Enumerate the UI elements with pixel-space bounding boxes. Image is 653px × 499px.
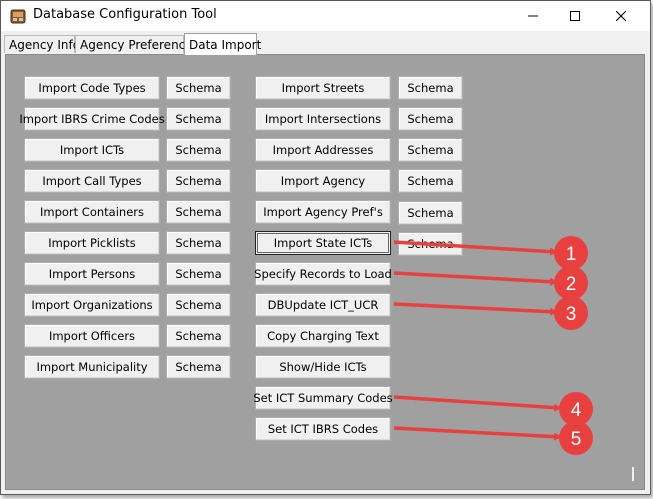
schema-button[interactable]: Schema	[398, 232, 463, 256]
tab-data-import[interactable]: Data Import	[184, 33, 261, 55]
window-title: Database Configuration Tool	[33, 7, 217, 22]
schema-button[interactable]: Schema	[166, 200, 231, 224]
import-ibrs-crime-codes-button[interactable]: Import IBRS Crime Codes	[19, 107, 165, 131]
maximize-icon	[570, 11, 580, 21]
close-icon	[616, 11, 626, 21]
schema-button[interactable]: Schema	[398, 76, 463, 100]
maximize-button[interactable]	[552, 1, 598, 31]
schema-button[interactable]: Schema	[166, 231, 231, 255]
import-code-types-button[interactable]: Import Code Types	[24, 76, 160, 100]
import-organizations-button[interactable]: Import Organizations	[24, 293, 160, 317]
import-persons-button[interactable]: Import Persons	[24, 262, 160, 286]
import-icts-button[interactable]: Import ICTs	[24, 138, 160, 162]
schema-button[interactable]: Schema	[398, 107, 463, 131]
tab-strip: Agency Info Agency Preferences Data Impo…	[3, 33, 648, 55]
import-state-icts-button[interactable]: Import State ICTs	[255, 231, 391, 255]
schema-button[interactable]: Schema	[166, 138, 231, 162]
resize-grip[interactable]	[632, 467, 634, 481]
import-officers-button[interactable]: Import Officers	[24, 324, 160, 348]
set-ict-summary-codes-button[interactable]: Set ICT Summary Codes	[253, 386, 393, 410]
import-call-types-button[interactable]: Import Call Types	[24, 169, 160, 193]
import-agency-prefs-button[interactable]: Import Agency Pref's	[255, 200, 391, 224]
tab-label: Agency Info	[9, 37, 81, 52]
import-agency-button[interactable]: Import Agency	[255, 169, 391, 193]
schema-button[interactable]: Schema	[398, 138, 463, 162]
schema-button[interactable]: Schema	[166, 324, 231, 348]
schema-button[interactable]: Schema	[398, 169, 463, 193]
schema-button[interactable]: Schema	[166, 262, 231, 286]
import-picklists-button[interactable]: Import Picklists	[24, 231, 160, 255]
copy-charging-text-button[interactable]: Copy Charging Text	[255, 324, 391, 348]
tab-label: Agency Preferences	[80, 37, 199, 52]
schema-button[interactable]: Schema	[166, 169, 231, 193]
schema-button[interactable]: Schema	[166, 293, 231, 317]
data-import-panel: Import Code Types Schema Import IBRS Cri…	[5, 54, 645, 490]
minimize-icon	[528, 15, 538, 17]
database-app-icon	[10, 9, 26, 24]
import-addresses-button[interactable]: Import Addresses	[255, 138, 391, 162]
tab-label: Data Import	[189, 37, 262, 52]
import-containers-button[interactable]: Import Containers	[24, 200, 160, 224]
close-button[interactable]	[598, 1, 644, 31]
import-municipality-button[interactable]: Import Municipality	[24, 355, 160, 379]
show-hide-icts-button[interactable]: Show/Hide ICTs	[255, 355, 391, 379]
schema-button[interactable]: Schema	[166, 107, 231, 131]
dbupdate-ict-ucr-button[interactable]: DBUpdate ICT_UCR	[255, 293, 391, 317]
title-bar: Database Configuration Tool	[1, 1, 650, 31]
minimize-button[interactable]	[510, 1, 556, 31]
import-streets-button[interactable]: Import Streets	[255, 76, 391, 100]
schema-button[interactable]: Schema	[166, 76, 231, 100]
tab-agency-info[interactable]: Agency Info	[4, 35, 80, 53]
tab-agency-preferences[interactable]: Agency Preferences	[75, 35, 199, 53]
schema-button[interactable]: Schema	[166, 355, 231, 379]
schema-button[interactable]: Schema	[398, 201, 463, 225]
import-intersections-button[interactable]: Import Intersections	[255, 107, 391, 131]
set-ict-ibrs-codes-button[interactable]: Set ICT IBRS Codes	[255, 417, 391, 441]
specify-records-to-load-button[interactable]: Specify Records to Load	[254, 262, 392, 286]
